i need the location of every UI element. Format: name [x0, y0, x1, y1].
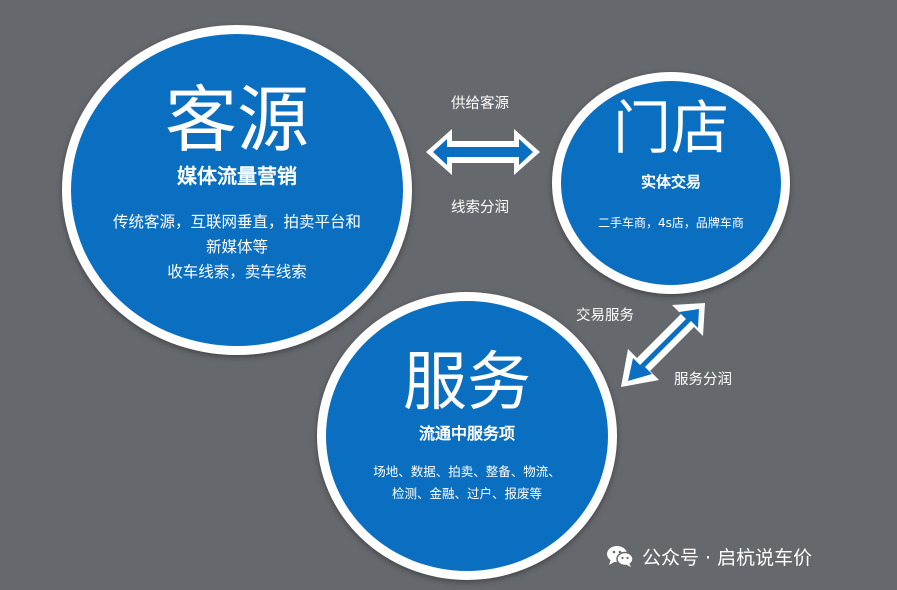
service-title: 服务	[403, 346, 531, 420]
source-node: 客源 媒体流量营销 传统客源，互联网垂直，拍卖平台和新媒体等 收车线索，卖车线索	[62, 25, 412, 355]
source-subtitle: 媒体流量营销	[177, 164, 297, 188]
service-store-bottom-label: 服务分润	[674, 372, 732, 388]
source-store-top-label: 供给客源	[451, 96, 509, 112]
wechat-icon	[607, 546, 634, 567]
source-description-line: 收车线索，卖车线索	[167, 263, 307, 281]
store-description: 二手车商，4s店，品牌车商	[598, 216, 744, 230]
service-description-line: 场地、数据、拍卖、整备、物流、	[373, 464, 561, 479]
service-description-line: 检测、金融、过户、报废等	[391, 486, 542, 501]
service-store-arrow-icon	[621, 303, 705, 387]
source-store-arrow-icon	[426, 129, 540, 175]
store-node: 门店 实体交易 二手车商，4s店，品牌车商	[552, 72, 790, 294]
store-title: 门店	[612, 94, 729, 162]
service-description: 场地、数据、拍卖、整备、物流、 检测、金融、过户、报废等	[362, 461, 572, 505]
source-description-line: 传统客源，互联网垂直，拍卖平台和新媒体等	[112, 213, 361, 256]
source-title: 客源	[164, 78, 309, 162]
service-node: 服务 流通中服务项 场地、数据、拍卖、整备、物流、 检测、金融、过户、报废等	[317, 292, 617, 580]
service-subtitle: 流通中服务项	[418, 424, 515, 443]
source-store-bottom-label: 线索分润	[451, 200, 509, 216]
store-subtitle: 实体交易	[640, 173, 701, 191]
source-description: 传统客源，互联网垂直，拍卖平台和新媒体等 收车线索，卖车线索	[109, 210, 365, 285]
watermark-text: 公众号 · 启杭说车价	[642, 546, 813, 569]
watermark: 公众号 · 启杭说车价	[606, 541, 812, 571]
service-store-top-label: 交易服务	[576, 308, 634, 324]
